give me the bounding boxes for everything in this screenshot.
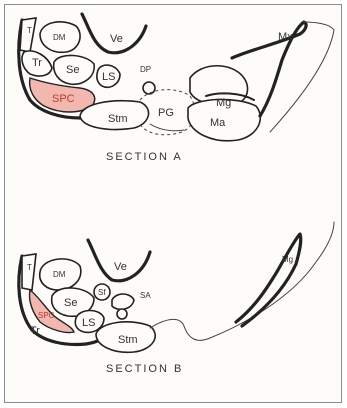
section-a-label-mg: Mg <box>216 97 231 109</box>
section-a-label-ma: Ma <box>210 117 226 129</box>
section-a-label-ve: Ve <box>110 33 123 45</box>
section-b-label-se: Se <box>64 297 77 309</box>
section-b-label-spc: SPC <box>38 311 55 320</box>
section-a-label-se: Se <box>66 64 79 76</box>
section-a-label-spc: SPC <box>52 93 75 105</box>
section-a-label-ls: LS <box>102 71 115 83</box>
section-b-label-tr: Tr <box>30 325 40 337</box>
section-a-label-pg: PG <box>158 107 174 119</box>
section-b-label-ls: LS <box>82 317 95 329</box>
section-a-label-dm: DM <box>53 33 66 42</box>
section-a: T DM Ve Tr Se LS SPC DP Stm PG Mg Ma Mx … <box>19 14 334 163</box>
section-b-thin-line <box>150 222 334 340</box>
section-a-lower-thin-line <box>150 124 184 131</box>
section-b-label-sa: SA <box>140 291 151 300</box>
section-b-mg-contour <box>236 234 301 326</box>
section-a-label-tr: Tr <box>32 57 42 69</box>
section-a-label-mx: Mx <box>278 31 293 43</box>
section-b-sa-lobe <box>112 294 134 309</box>
section-b: T DM Ve Tr Se Sf SA LS SPC Stm Mg SECTIO… <box>19 222 334 375</box>
section-a-label-stm: Stm <box>108 113 128 125</box>
section-b-small-circle <box>117 309 127 319</box>
section-a-t-region <box>20 18 36 52</box>
section-b-label-dm: DM <box>53 270 66 279</box>
section-a-label-t: T <box>27 26 32 35</box>
section-b-caption: SECTION B <box>106 363 183 375</box>
section-b-label-ve: Ve <box>114 261 127 273</box>
section-a-label-dp: DP <box>140 65 151 74</box>
section-b-label-sf: Sf <box>98 288 106 297</box>
section-b-label-t: T <box>27 263 32 272</box>
section-a-caption: SECTION A <box>106 151 183 163</box>
section-b-label-mg: Mg <box>282 255 293 264</box>
section-a-dp-circle <box>143 82 155 94</box>
section-b-label-stm: Stm <box>118 334 138 346</box>
section-b-t-region <box>22 254 36 290</box>
